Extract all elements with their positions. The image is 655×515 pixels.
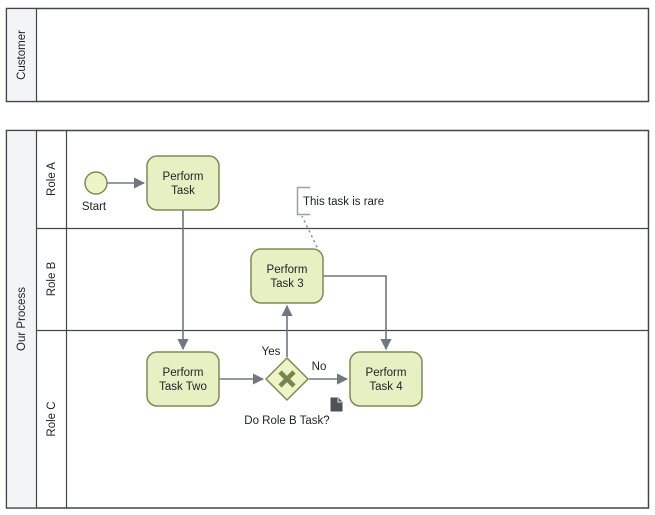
task-perform-4-label-line1: Perform xyxy=(366,367,407,379)
lane-role-c-label: Role C xyxy=(46,401,58,436)
pool-our-process-header xyxy=(7,131,37,508)
lane-role-b-label: Role B xyxy=(46,261,58,296)
gateway-label: Do Role B Task? xyxy=(244,415,329,427)
start-event-label: Start xyxy=(82,201,107,213)
flow-label-yes: Yes xyxy=(262,346,281,358)
start-event[interactable]: Start xyxy=(82,171,108,213)
pool-our-process-label: Our Process xyxy=(16,287,28,351)
task-perform-shape[interactable] xyxy=(146,155,220,211)
flow-label-no: No xyxy=(312,361,327,373)
task-perform-3-label-line2: Task 3 xyxy=(270,278,303,290)
task-perform-two-shape[interactable] xyxy=(146,351,220,407)
task-perform-4[interactable]: Perform Task 4 xyxy=(349,351,423,407)
annotation-text: This task is rare xyxy=(303,196,384,208)
task-perform-two-label-line2: Task Two xyxy=(159,381,207,393)
annotation-background xyxy=(296,186,394,216)
text-annotation[interactable]: This task is rare xyxy=(296,186,394,248)
documentation-icon xyxy=(330,397,343,412)
task-perform-label-line1: Perform xyxy=(163,171,204,183)
sequence-flows: Yes No xyxy=(107,177,392,385)
annotation-association-line xyxy=(301,215,318,248)
task-perform-label-line2: Task xyxy=(171,185,195,197)
task-perform-3[interactable]: Perform Task 3 xyxy=(250,248,324,304)
start-event-circle[interactable] xyxy=(84,171,108,195)
flow-task-3-to-task-4 xyxy=(323,275,392,351)
pool-customer-label: Customer xyxy=(16,30,28,80)
lane-role-a-label: Role A xyxy=(46,162,58,196)
pool-customer[interactable]: Customer xyxy=(5,7,650,103)
task-perform-3-label-line1: Perform xyxy=(267,264,308,276)
annotation-bracket xyxy=(296,186,310,216)
pool-customer-body[interactable] xyxy=(5,7,650,103)
task-perform-3-shape[interactable] xyxy=(250,248,324,304)
exclusive-gateway[interactable]: Do Role B Task? xyxy=(244,356,343,427)
task-perform-4-shape[interactable] xyxy=(349,351,423,407)
gateway-x-icon xyxy=(278,370,296,388)
pool-customer-header xyxy=(7,9,37,101)
task-perform-two-label-line1: Perform xyxy=(163,367,204,379)
task-perform-4-label-line2: Task 4 xyxy=(369,381,403,393)
task-perform[interactable]: Perform Task xyxy=(146,155,220,211)
task-perform-two[interactable]: Perform Task Two xyxy=(146,351,220,407)
